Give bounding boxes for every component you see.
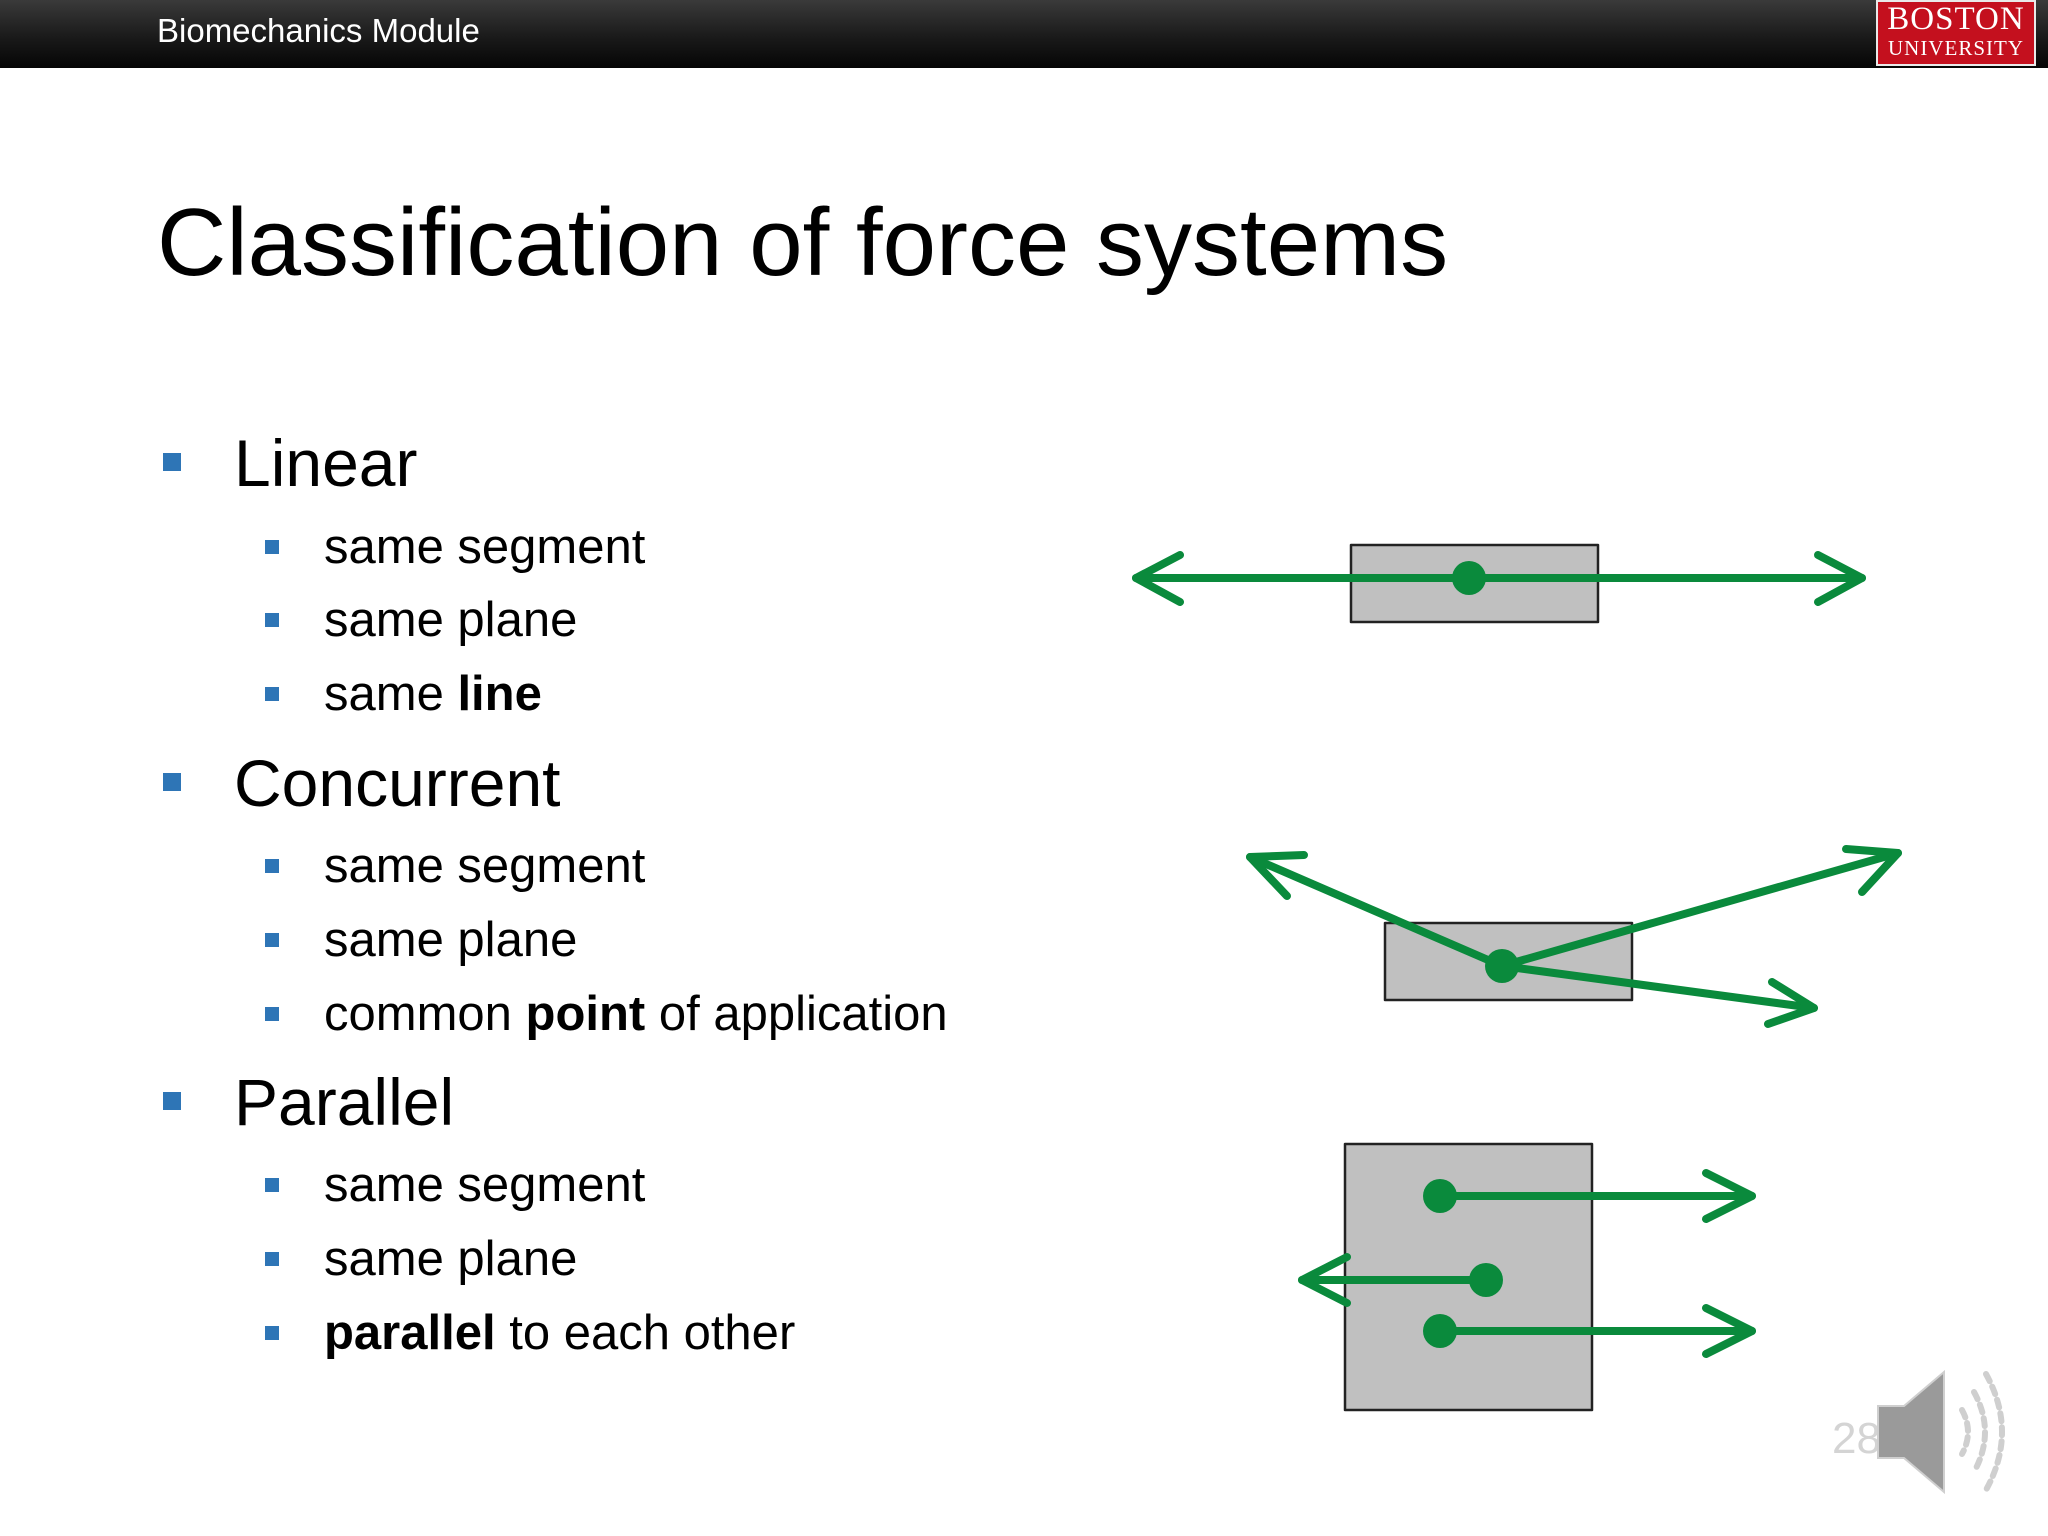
sub-bullet-marker [265, 1178, 279, 1192]
section-heading-concurrent: Concurrent [234, 746, 561, 820]
list-item: same line [324, 667, 542, 721]
list-item: same segment [324, 839, 646, 893]
parallel-point-middle [1469, 1263, 1503, 1297]
bullet-marker [163, 1092, 181, 1110]
concurrent-application-point [1485, 949, 1519, 983]
concurrent-force-right [1498, 962, 1818, 1012]
logo-line-2: UNIVERSITY [1888, 36, 2024, 60]
sub-bullet-marker [265, 859, 279, 873]
page-number: 28 [1832, 1414, 1881, 1463]
list-item: same plane [324, 913, 578, 967]
module-name: Biomechanics Module [157, 12, 480, 49]
list-item: same segment [324, 520, 646, 574]
linear-application-point [1452, 561, 1486, 595]
logo-line-1: BOSTON [1887, 1, 2025, 37]
university-logo: BOSTON UNIVERSITY [1876, 0, 2036, 66]
sub-bullet-marker [265, 933, 279, 947]
sub-bullet-marker [265, 613, 279, 627]
bullet-marker [163, 453, 181, 471]
header-bar: Biomechanics Module BOSTON UNIVERSITY [0, 0, 2048, 68]
list-item: same plane [324, 593, 578, 647]
sub-bullet-marker [265, 687, 279, 701]
sub-bullet-marker [265, 540, 279, 554]
section-heading-parallel: Parallel [234, 1065, 455, 1139]
slide-title: Classification of force systems [157, 189, 1449, 296]
list-item: same plane [324, 1232, 578, 1286]
concurrent-arrowhead-right [1764, 978, 1818, 1028]
parallel-point-bottom [1423, 1314, 1457, 1348]
parallel-arrowhead-middle [1298, 1253, 1351, 1307]
list-item: same segment [324, 1158, 646, 1212]
linear-force-diagram [1132, 543, 1866, 624]
parallel-arrowhead-bottom [1702, 1304, 1756, 1358]
linear-arrowhead-right [1814, 551, 1866, 606]
bullet-marker [163, 773, 181, 791]
sub-bullet-marker [265, 1326, 279, 1340]
list-item: parallel to each other [324, 1306, 796, 1360]
parallel-point-top [1423, 1179, 1457, 1213]
concurrent-arrowhead-upright [1842, 845, 1902, 896]
concurrent-force-upright [1498, 849, 1902, 970]
sub-bullet-marker [265, 1252, 279, 1266]
linear-arrowhead-left [1132, 551, 1184, 606]
concurrent-force-diagram [1246, 845, 1902, 1028]
parallel-force-diagram [1298, 1142, 1756, 1412]
parallel-arrowhead-top [1702, 1169, 1756, 1223]
speaker-icon[interactable] [1870, 1362, 2020, 1502]
concurrent-arrowhead-upleft [1246, 851, 1308, 900]
concurrent-force-upleft [1246, 853, 1506, 970]
sub-bullet-marker [265, 1007, 279, 1021]
list-item: common point of application [324, 987, 948, 1041]
section-heading-linear: Linear [234, 426, 418, 500]
